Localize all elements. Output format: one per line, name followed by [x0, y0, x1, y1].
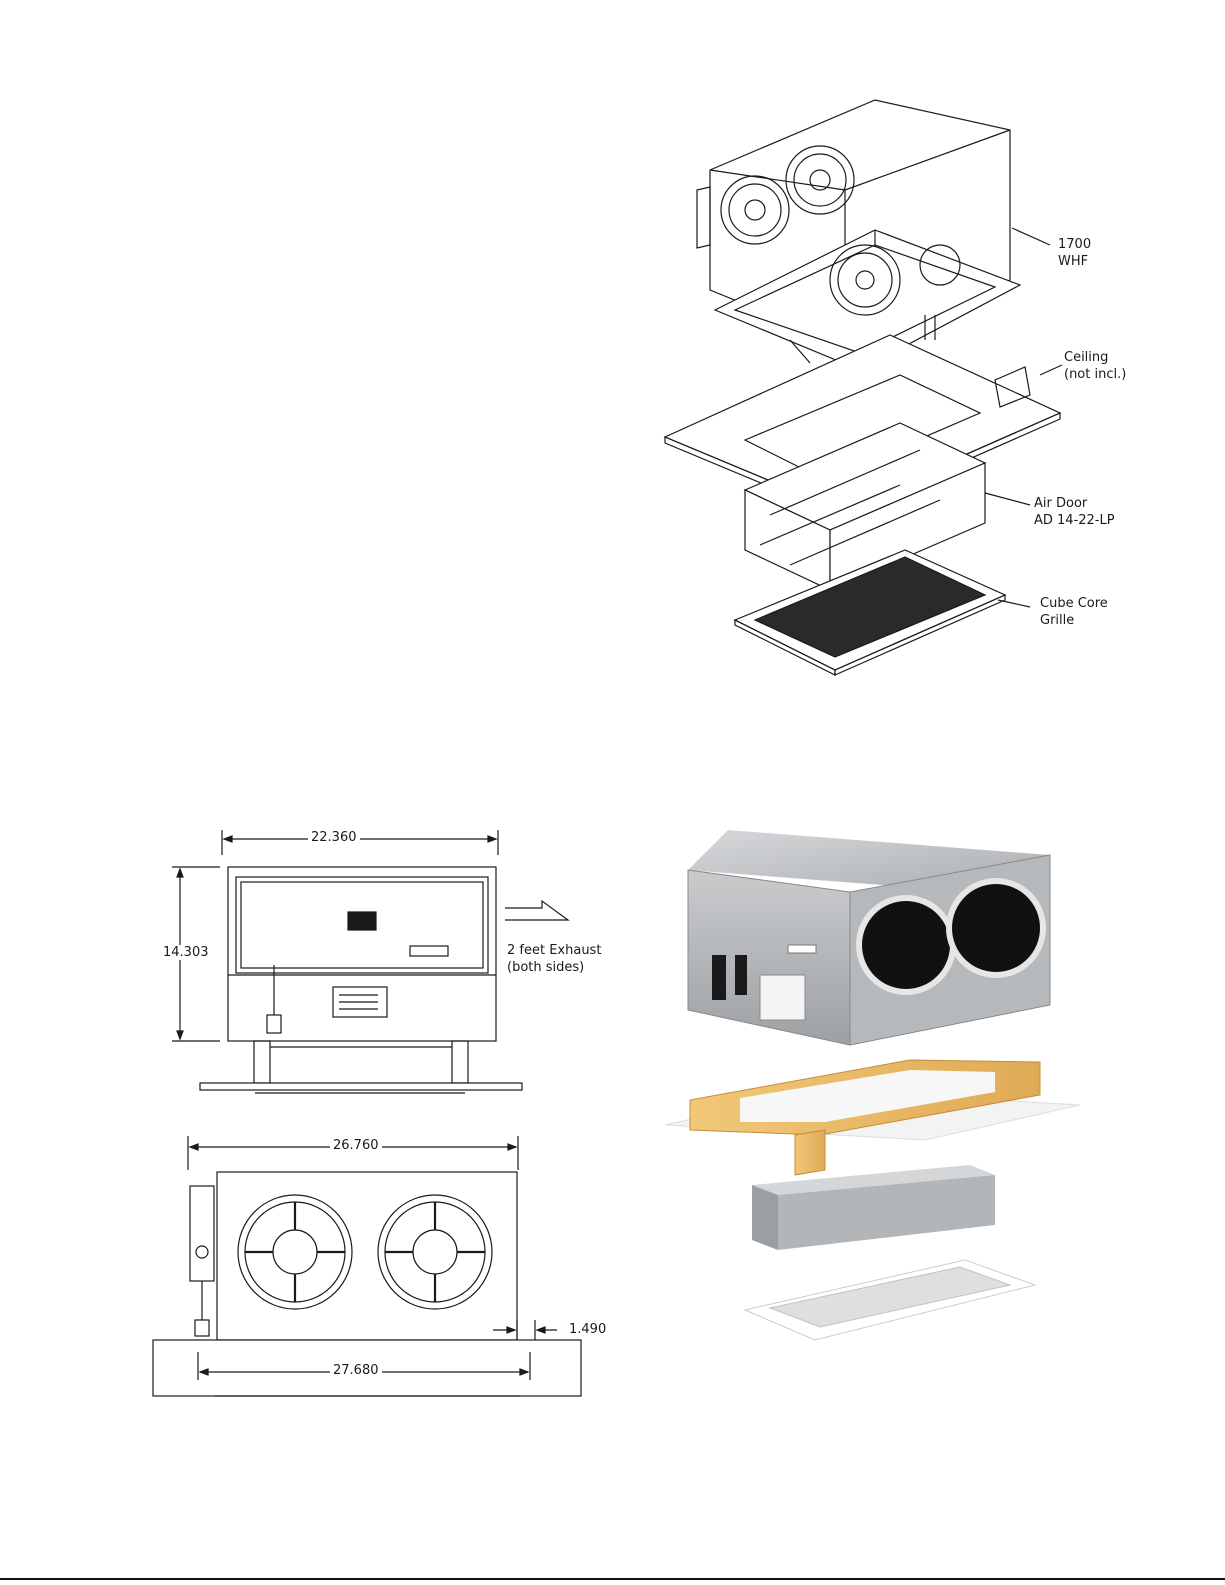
dim-side-width: 22.360	[308, 830, 360, 845]
callout-ceiling: Ceiling (not incl.)	[1064, 349, 1126, 383]
dim-side-height: 14.303	[160, 945, 212, 960]
dim-flange: 1.490	[566, 1322, 609, 1337]
callout-air-door: Air Door AD 14-22-LP	[1034, 495, 1115, 529]
callout-ceiling-line1: Ceiling	[1064, 349, 1126, 366]
callout-whf-line2: WHF	[1058, 253, 1091, 270]
callout-whf-line1: 1700	[1058, 236, 1091, 253]
whf-unit-drawing	[697, 100, 1020, 370]
exhaust-note-line1: 2 feet Exhaust	[507, 942, 601, 959]
callout-grille: Cube Core Grille	[1040, 595, 1108, 629]
exhaust-note-line2: (both sides)	[507, 959, 601, 976]
rendered-air-door	[752, 1165, 995, 1250]
callout-air-door-line2: AD 14-22-LP	[1034, 512, 1115, 529]
dim-base-width: 27.680	[330, 1363, 382, 1378]
callout-ceiling-line2: (not incl.)	[1064, 366, 1126, 383]
rendered-grille	[745, 1260, 1035, 1340]
rendered-assembly-image	[660, 830, 1090, 1370]
callout-air-door-line1: Air Door	[1034, 495, 1115, 512]
rendered-ceiling-frame	[665, 1060, 1080, 1175]
callout-grille-line1: Cube Core	[1040, 595, 1108, 612]
exhaust-note: 2 feet Exhaust (both sides)	[507, 942, 601, 976]
rendered-whf-unit	[688, 830, 1050, 1045]
dim-front-width: 26.760	[330, 1138, 382, 1153]
callout-whf: 1700 WHF	[1058, 236, 1091, 270]
callout-grille-line2: Grille	[1040, 612, 1108, 629]
page-bottom-rule	[0, 1578, 1225, 1580]
grille-drawing	[735, 550, 1005, 675]
